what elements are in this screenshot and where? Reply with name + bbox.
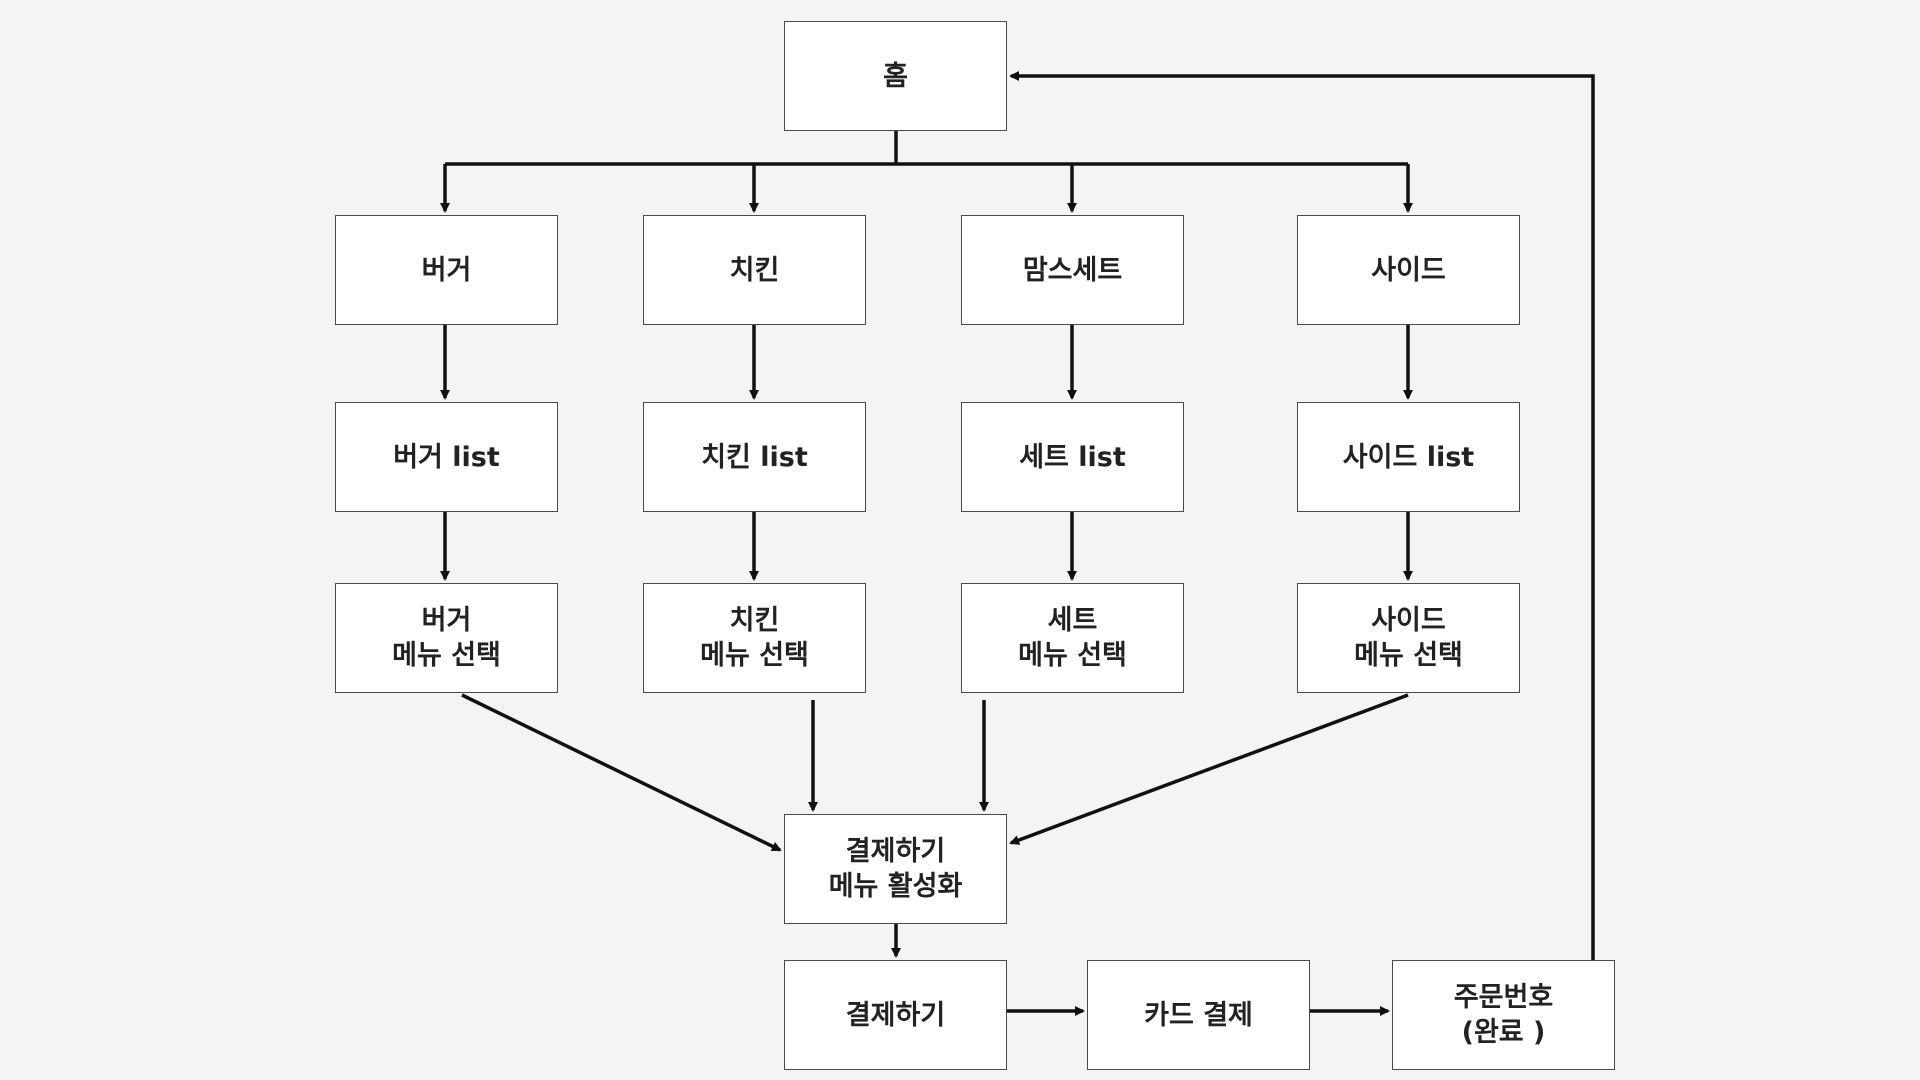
node-burger-select: 버거 메뉴 선택 [335, 583, 558, 693]
node-order-number: 주문번호 (완료 ) [1392, 960, 1615, 1070]
node-home: 홈 [784, 21, 1007, 131]
edge-order-to-home [1009, 71, 1595, 960]
edge-burger-select-to-pay-activate [461, 693, 782, 852]
node-set-list: 세트 list [961, 402, 1184, 512]
node-chicken: 치킨 [643, 215, 866, 325]
node-burger-list: 버거 list [335, 402, 558, 512]
node-pay-activate: 결제하기 메뉴 활성화 [784, 814, 1007, 924]
node-burger: 버거 [335, 215, 558, 325]
node-set-select: 세트 메뉴 선택 [961, 583, 1184, 693]
node-moms-set: 맘스세트 [961, 215, 1184, 325]
edge-side-select-to-pay-activate [1009, 693, 1409, 845]
node-card-pay: 카드 결제 [1087, 960, 1310, 1070]
node-chicken-select: 치킨 메뉴 선택 [643, 583, 866, 693]
node-chicken-list: 치킨 list [643, 402, 866, 512]
node-side: 사이드 [1297, 215, 1520, 325]
node-pay: 결제하기 [784, 960, 1007, 1070]
node-side-list: 사이드 list [1297, 402, 1520, 512]
node-side-select: 사이드 메뉴 선택 [1297, 583, 1520, 693]
